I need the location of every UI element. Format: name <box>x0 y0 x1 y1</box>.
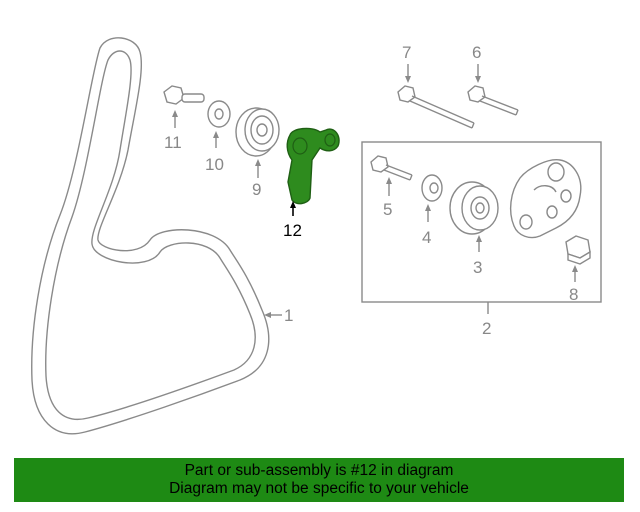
callout-arrowhead-6 <box>475 76 481 83</box>
callout-12: 12 <box>283 221 302 240</box>
banner-line-disclaimer: Diagram may not be specific to your vehi… <box>169 480 469 497</box>
tensioner-arm-part-12[interactable] <box>286 127 340 205</box>
idler-pulley-part-9[interactable] <box>235 107 280 157</box>
callout-arrowhead-1 <box>264 312 271 318</box>
callout-7: 7 <box>402 43 411 62</box>
bolt-part-11[interactable] <box>163 85 205 105</box>
long-bolt-part-7[interactable] <box>397 85 475 129</box>
callout-10: 10 <box>205 155 224 174</box>
callout-8: 8 <box>569 285 578 304</box>
callout-arrowhead-3 <box>476 235 482 242</box>
callout-5: 5 <box>383 200 392 219</box>
callout-arrowhead-9 <box>255 159 261 166</box>
callout-6: 6 <box>472 43 481 62</box>
tensioner-body <box>509 159 582 239</box>
tensioner-pulley-part-3[interactable] <box>449 181 499 235</box>
bolt-part-5[interactable] <box>370 155 413 181</box>
nut-part-8[interactable] <box>565 235 591 265</box>
callout-4: 4 <box>422 228 431 247</box>
callout-2: 2 <box>482 319 491 338</box>
washer-part-4[interactable] <box>421 174 443 202</box>
callout-arrowhead-4 <box>425 204 431 211</box>
assembly-box-part-2[interactable] <box>361 141 602 303</box>
callout-1: 1 <box>284 306 293 325</box>
callout-arrowhead-8 <box>572 265 578 272</box>
bolt-part-6[interactable] <box>467 85 519 116</box>
callout-arrowhead-7 <box>405 76 411 83</box>
callout-9: 9 <box>252 180 261 199</box>
info-banner: Part or sub-assembly is #12 in diagram D… <box>14 458 624 502</box>
callout-arrowhead-12 <box>290 201 296 208</box>
callout-arrowhead-10 <box>213 131 219 138</box>
callout-11: 11 <box>164 133 182 152</box>
callout-arrowhead-11 <box>172 110 178 117</box>
callout-arrowhead-5 <box>386 177 392 184</box>
callout-3: 3 <box>473 258 482 277</box>
banner-line-part: Part or sub-assembly is #12 in diagram <box>184 462 454 479</box>
serpentine-belt[interactable] <box>31 37 270 435</box>
washer-part-10[interactable] <box>207 100 231 128</box>
